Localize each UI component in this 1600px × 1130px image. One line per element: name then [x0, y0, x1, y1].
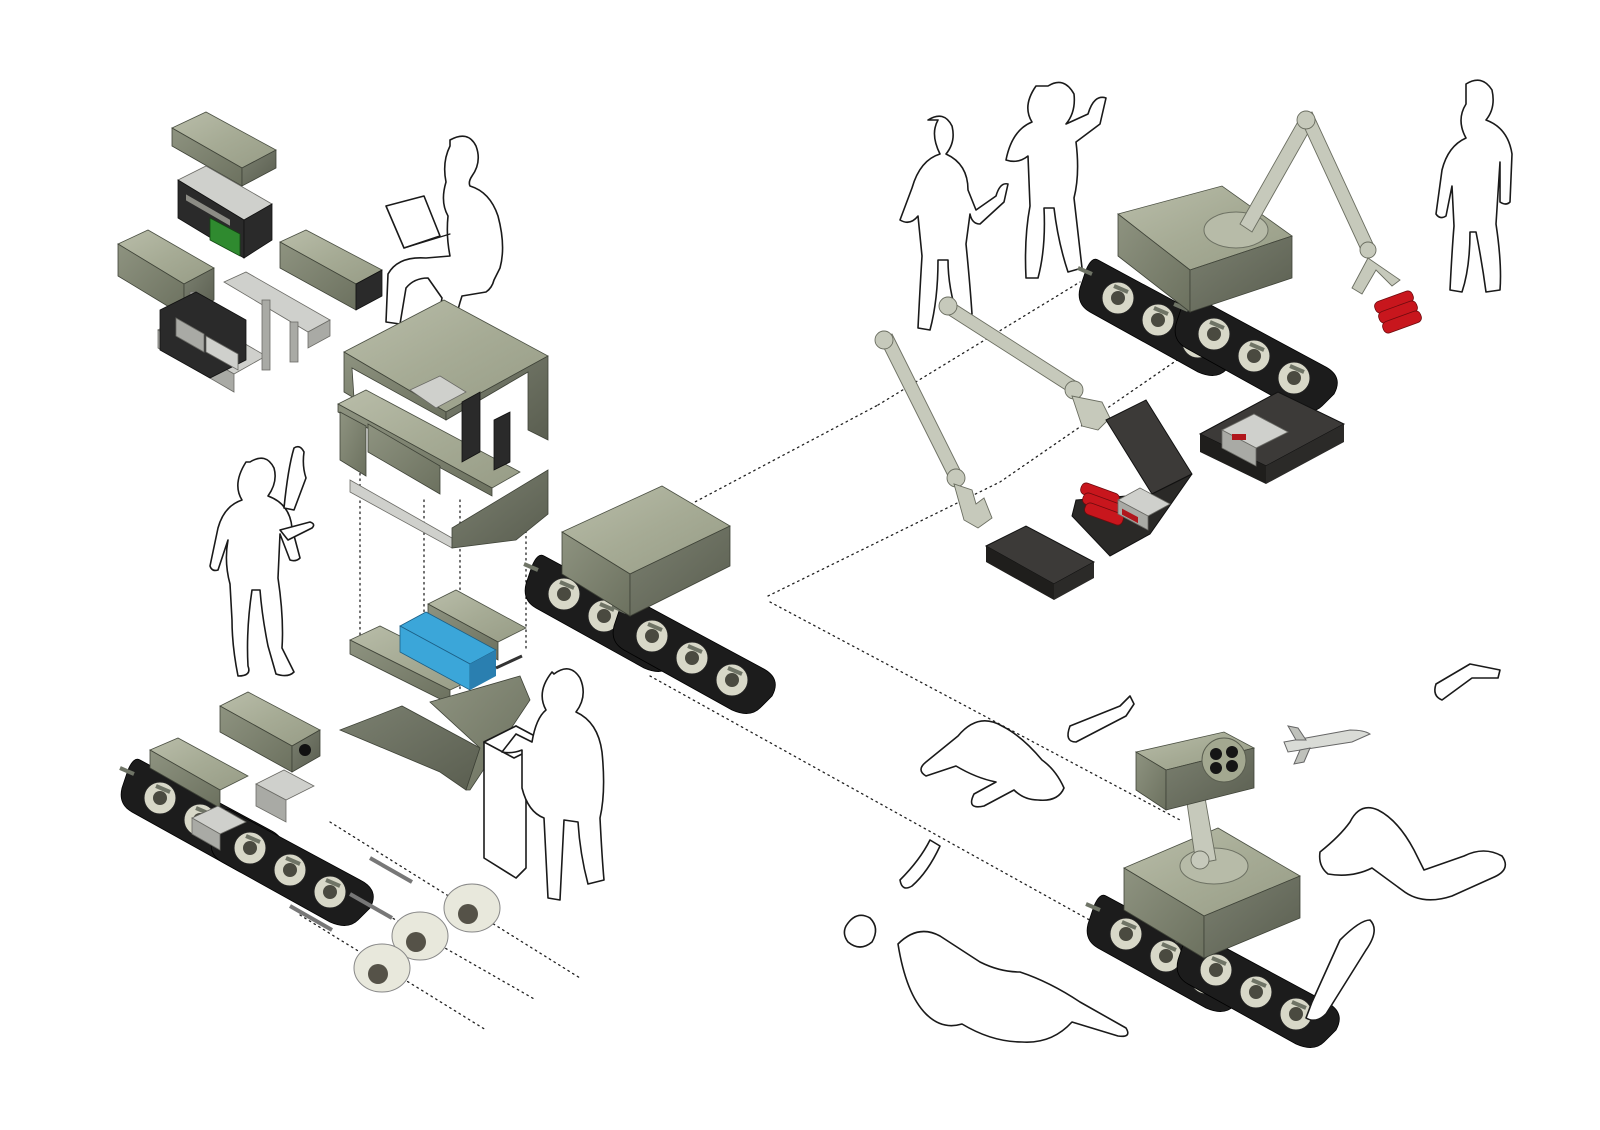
wheel-1 — [443, 883, 501, 933]
loose-wheels — [353, 883, 501, 993]
battery-drive-layer — [338, 589, 531, 791]
observer-1 — [899, 115, 1009, 331]
arm-robot-track-right — [1172, 293, 1340, 414]
open-briefcase-device — [1198, 391, 1346, 484]
central-robot-track-right — [610, 595, 778, 716]
wheel-2 — [391, 911, 449, 961]
dynamite-bundle — [1374, 290, 1422, 334]
server-rack — [177, 165, 273, 259]
arm-robot — [1076, 110, 1422, 414]
chassis-assembly — [118, 691, 376, 928]
severed-arm-2 — [1434, 663, 1501, 701]
top-cover-box — [171, 111, 277, 187]
observer-3 — [1435, 79, 1513, 293]
kneeling-figure — [920, 720, 1065, 808]
casualties — [843, 663, 1507, 1043]
bomb-disposal-scene — [874, 296, 1346, 600]
observer-2 — [1005, 81, 1107, 279]
electronics-exploded — [117, 111, 383, 393]
severed-leg — [1305, 919, 1375, 1022]
severed-head — [843, 914, 877, 948]
observers-top — [899, 79, 1513, 331]
axle-shafts — [289, 856, 413, 932]
lying-figure-right — [1318, 806, 1507, 901]
person-at-lectern — [483, 668, 605, 901]
weapon-scene — [843, 663, 1507, 1050]
rocket-launcher-pod — [1134, 731, 1256, 811]
gesturing-person — [209, 445, 315, 677]
central-robot — [522, 485, 778, 716]
severed-arm-3 — [899, 839, 941, 889]
armed-robot — [1084, 731, 1342, 1050]
wheel-3 — [353, 943, 411, 993]
steel-frame — [157, 271, 331, 393]
right-block — [279, 229, 383, 311]
closed-briefcase — [984, 525, 1096, 600]
lying-figure-bottom — [897, 930, 1129, 1043]
missile — [1283, 725, 1372, 765]
severed-arm-1 — [1067, 695, 1135, 743]
open-briefcase-dynamite — [1071, 399, 1193, 557]
hull-cover-assembly — [337, 299, 549, 549]
